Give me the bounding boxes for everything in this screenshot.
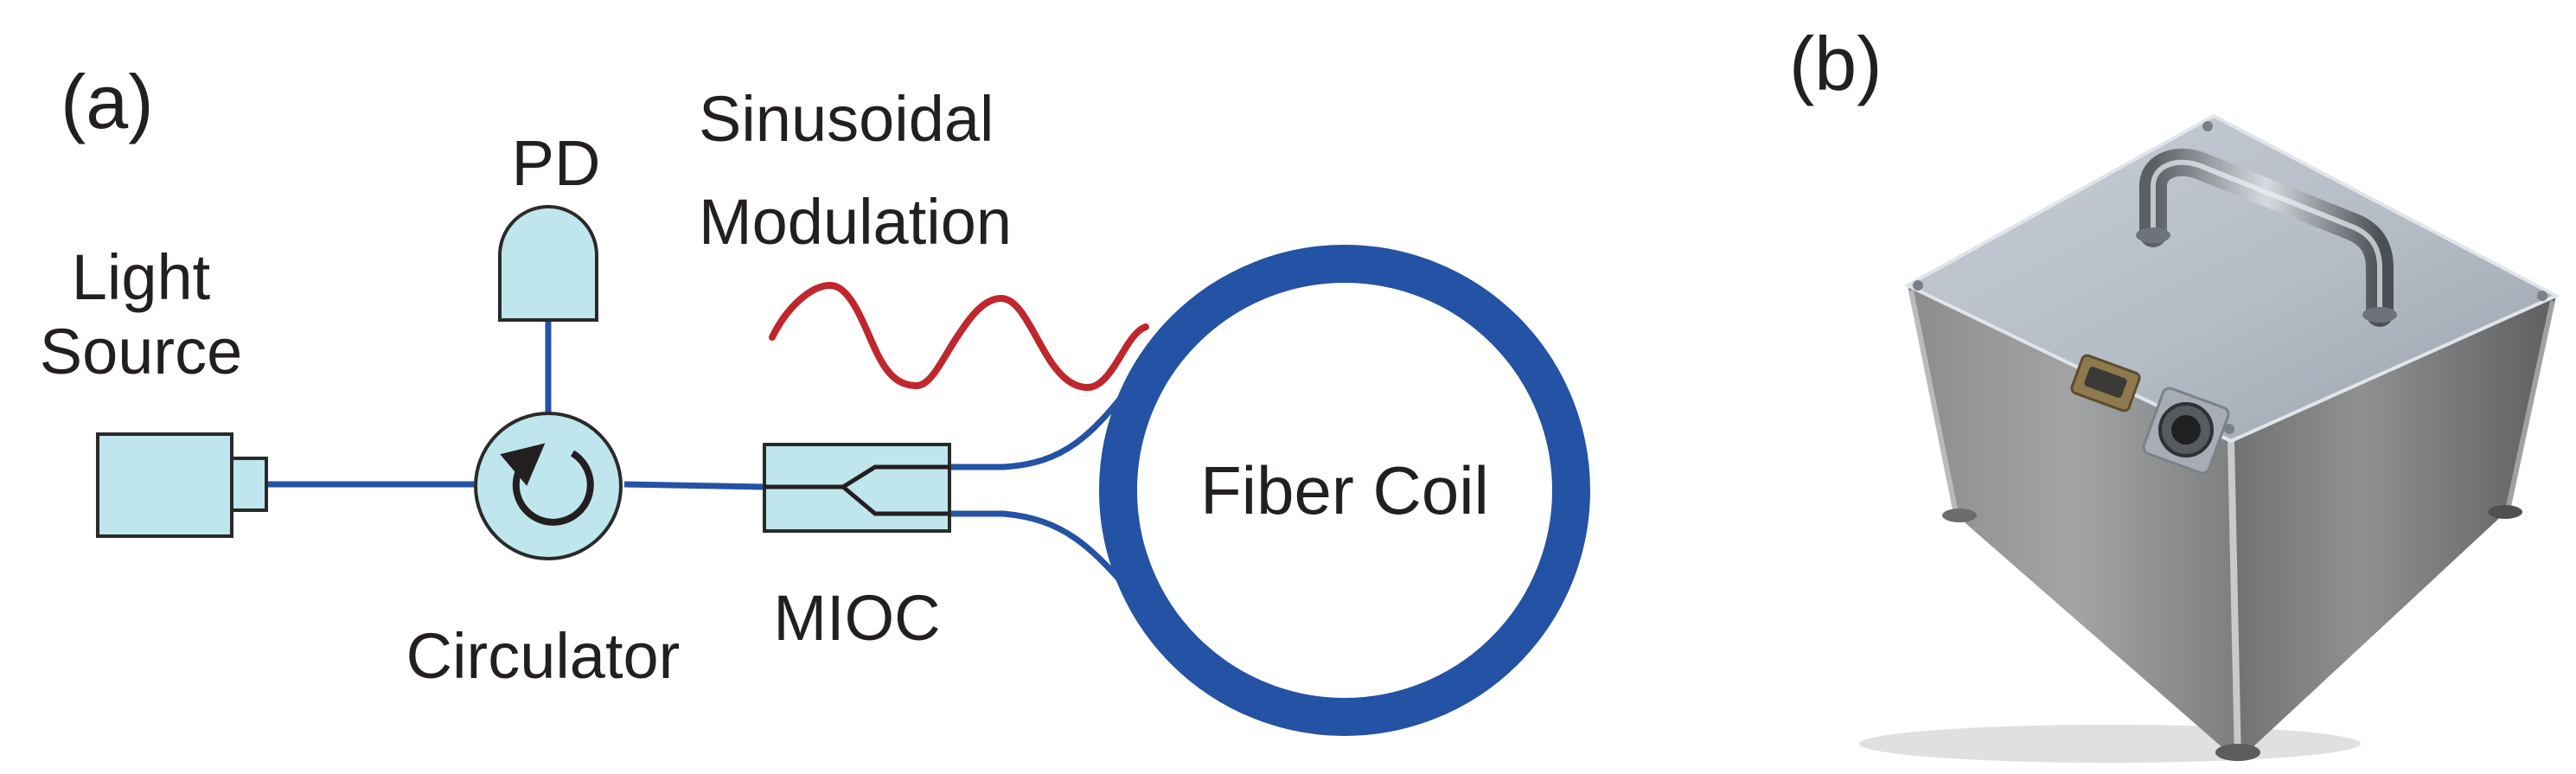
carry-handle — [2136, 148, 2397, 327]
fiber-circulator-to-mioc — [623, 481, 765, 490]
panel-a: (a) Light Source PD Circulator — [40, 59, 1590, 736]
light-source-nozzle — [230, 457, 268, 512]
modulation-label-line1: Sinusoidal — [699, 83, 994, 155]
foot-right — [2488, 505, 2522, 519]
housing-right-edge — [2505, 300, 2555, 511]
light-source-body — [96, 432, 233, 538]
panel-b-tag: (b) — [1789, 21, 1882, 106]
pd-label: PD — [512, 127, 601, 199]
fiber-coil-label: Fiber Coil — [1200, 452, 1489, 528]
round-connector — [2142, 387, 2230, 475]
circulator-label: Circulator — [406, 620, 681, 692]
db9-connector — [2070, 354, 2141, 413]
housing-right-face — [2231, 296, 2556, 761]
fiber-lines — [266, 320, 1137, 599]
foot-front — [2215, 744, 2260, 761]
fiber-coil-ring — [1099, 245, 1590, 736]
mioc-label: MIOC — [773, 582, 940, 654]
panel-b: (b) — [1789, 21, 2560, 763]
housing-front-edge — [2228, 440, 2241, 762]
panel-a-tag: (a) — [61, 59, 154, 144]
photodetector-icon — [498, 205, 598, 322]
circulator-body — [474, 412, 623, 560]
light-source-label-line2: Source — [40, 316, 242, 387]
circulator — [474, 412, 623, 560]
circular-arrow-icon — [500, 443, 594, 526]
mioc — [763, 443, 951, 533]
photo-shadow — [1859, 725, 2361, 763]
foot-left — [1942, 509, 1977, 522]
housing-left-face — [1908, 285, 2238, 761]
gyroscope-housing-photo — [1859, 113, 2560, 763]
modulation-wave — [769, 281, 1149, 392]
lid-screws — [1913, 121, 2547, 434]
light-source-label-line1: Light — [72, 241, 211, 313]
housing-left-edge — [1908, 290, 1959, 515]
modulation-label-line2: Modulation — [699, 186, 1012, 258]
light-source — [96, 432, 268, 538]
y-junction-icon — [764, 464, 949, 516]
